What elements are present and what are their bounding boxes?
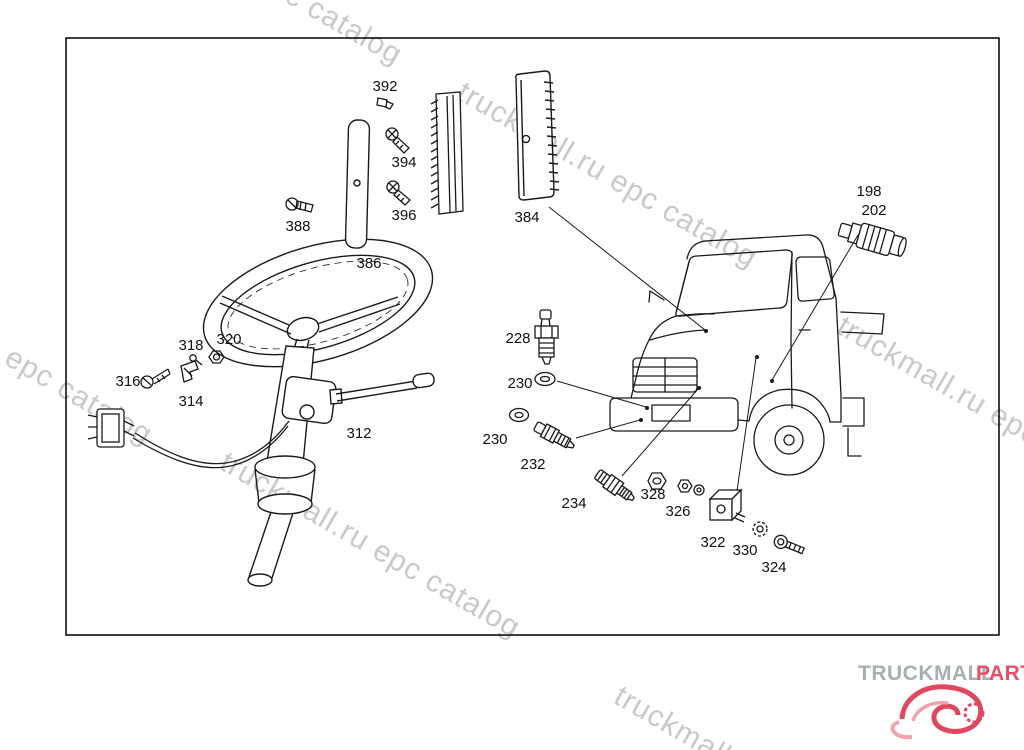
watermark-text: truckmall.ru epc catalog <box>215 445 527 644</box>
sensor-198-202 <box>837 222 907 257</box>
part-label-330: 330 <box>732 542 757 559</box>
combination-switch-312 <box>281 372 435 425</box>
bulb-392 <box>376 97 394 110</box>
part-label-202: 202 <box>861 202 886 219</box>
sensor-228 <box>534 309 559 365</box>
part-label-312: 312 <box>346 425 371 442</box>
part-label-384: 384 <box>514 209 539 226</box>
part-label-326: 326 <box>665 503 690 520</box>
connector-plug <box>87 408 135 448</box>
pin-318 <box>189 354 203 366</box>
screw-396 <box>386 180 411 206</box>
part-label-234: 234 <box>561 495 586 512</box>
watermark-text: truckmall.ru epc catalog <box>97 0 409 71</box>
part-label-228: 228 <box>505 330 530 347</box>
watermark-text: truckmall.ru epc catalog <box>0 252 158 451</box>
nut-320 <box>208 350 225 364</box>
switch-322 <box>708 488 746 523</box>
brand-logo: TRUCKMALL PARTS <box>858 662 1024 740</box>
truck-cab <box>609 234 885 476</box>
sensor-232 <box>533 421 575 449</box>
part-label-328: 328 <box>640 486 665 503</box>
part-label-394: 394 <box>391 154 416 171</box>
part-label-318: 318 <box>178 337 203 354</box>
trim-panel-386 <box>344 119 371 249</box>
part-label-396: 396 <box>391 207 416 224</box>
part-label-388: 388 <box>285 218 310 235</box>
part-label-392: 392 <box>372 78 397 95</box>
brand-suffix: PARTS <box>976 662 1024 685</box>
lock-washer-330 <box>752 521 768 537</box>
screw-394 <box>385 127 410 154</box>
clip-314 <box>180 360 199 383</box>
brand-swirl-icon <box>890 684 985 740</box>
screw-316 <box>140 368 171 389</box>
contact-plate <box>430 91 464 215</box>
part-labels: 392 394 396 388 386 384 198 202 318 320 … <box>115 78 886 576</box>
nut-washer-326 <box>677 479 705 496</box>
brand-name: TRUCKMALL <box>858 662 994 685</box>
sensor-234 <box>594 469 635 502</box>
part-label-232: 232 <box>520 456 545 473</box>
part-label-230a: 230 <box>507 375 532 392</box>
seal-230a <box>534 371 556 387</box>
part-label-198: 198 <box>856 183 881 200</box>
seal-230b <box>508 407 530 423</box>
part-label-316: 316 <box>115 373 140 390</box>
nut-328 <box>647 472 667 490</box>
part-label-230b: 230 <box>482 431 507 448</box>
part-label-322: 322 <box>700 534 725 551</box>
part-label-386: 386 <box>356 255 381 272</box>
leader-lines <box>548 206 859 492</box>
wiring-harness <box>132 420 290 469</box>
part-label-320: 320 <box>216 331 241 348</box>
bolt-324 <box>773 534 806 555</box>
part-label-314: 314 <box>178 393 203 410</box>
watermark-text: truckmall.ru epc catalog <box>452 75 764 274</box>
diagram-frame <box>65 37 1000 636</box>
watermark-text: truckmall.ru epc catalog <box>609 679 921 750</box>
steering-wheel <box>202 238 434 368</box>
part-label-324: 324 <box>761 559 786 576</box>
cover-panel-384 <box>515 70 560 201</box>
screw-388 <box>285 197 314 213</box>
steering-column <box>247 345 316 587</box>
watermark-text: truckmall.ru epc catalog <box>832 309 1024 508</box>
